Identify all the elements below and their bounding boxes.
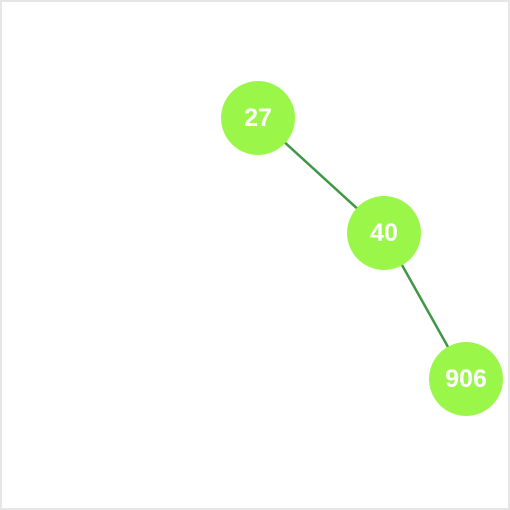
node-label: 906 <box>445 365 487 393</box>
node-label: 40 <box>370 219 398 247</box>
node-circle <box>221 81 295 155</box>
tree-node: 40 <box>347 196 421 270</box>
node-circle <box>347 196 421 270</box>
node-circle <box>429 342 503 416</box>
tree-node: 906 <box>429 342 503 416</box>
tree-node: 27 <box>221 81 295 155</box>
nodes-layer: 27 40 906 <box>221 81 503 416</box>
node-label: 27 <box>244 104 272 132</box>
